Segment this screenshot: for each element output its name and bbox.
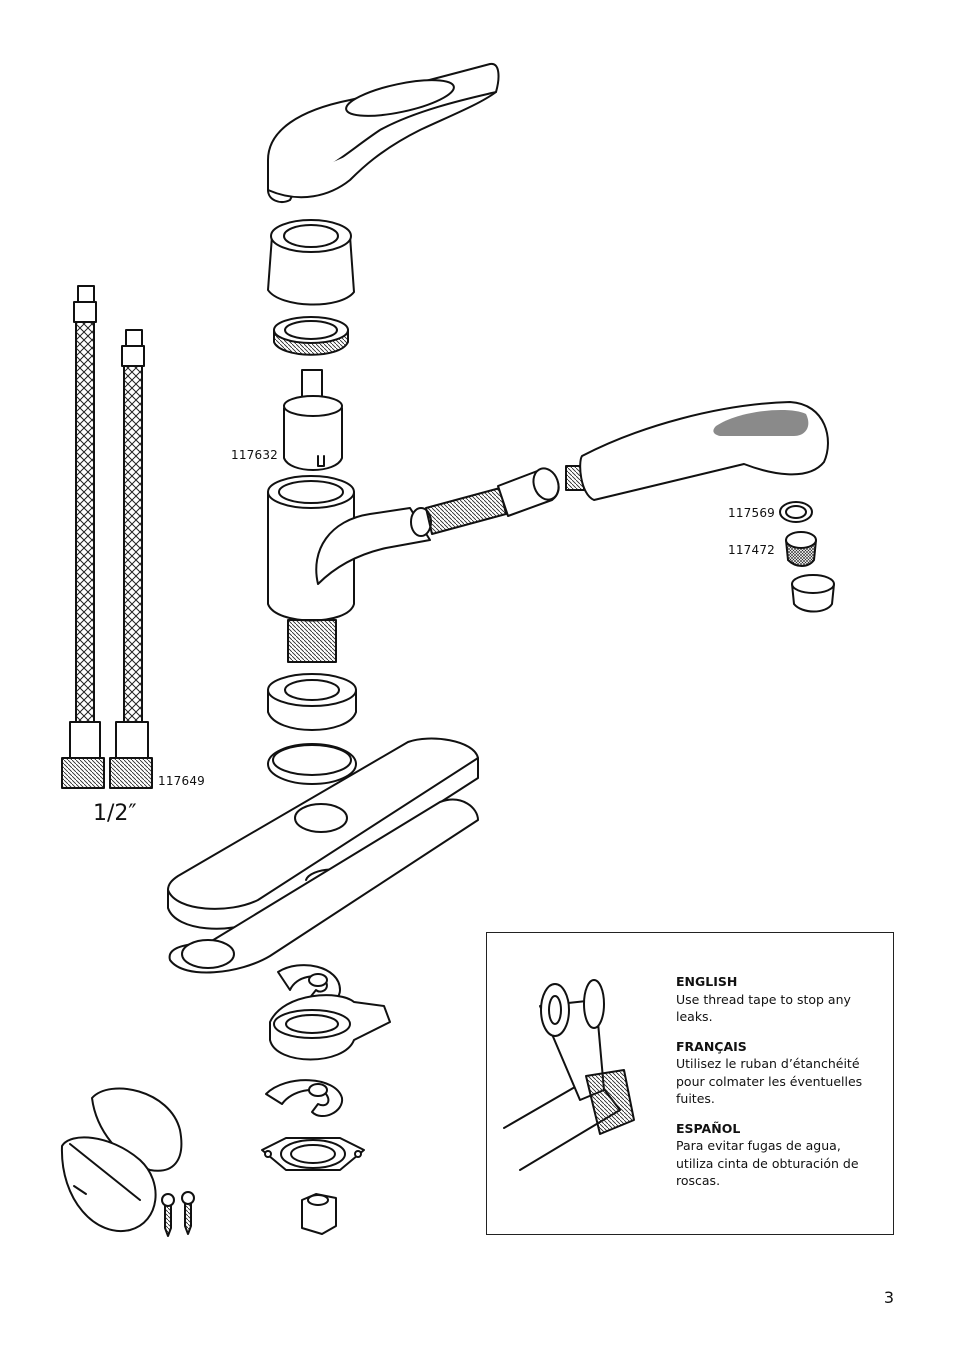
instruction-text: Para evitar fugas de agua, utiliza cinta… (676, 1138, 859, 1188)
aerator-housing (791, 574, 835, 613)
flex-hose-right (109, 329, 153, 789)
threaded-ring (273, 316, 349, 356)
part-label-hose: 117649 (158, 774, 206, 788)
o-ring (267, 743, 357, 785)
thread-tape-note-box (486, 932, 894, 1235)
faucet-body (267, 475, 431, 663)
instruction-text: Utilisez le ruban d’étanchéité pour colm… (676, 1056, 863, 1106)
part-label-aerator: 117472 (728, 543, 776, 557)
deck-plate (167, 737, 479, 974)
instruction-heading: ENGLISH (676, 974, 738, 989)
instruction-text: Use thread tape to stop any leaks. (676, 991, 851, 1025)
flex-hose-left (61, 285, 105, 789)
instruction-heading: FRANÇAIS (676, 1038, 747, 1054)
instruction-list: ENGLISH Use thread tape to stop any leak… (676, 973, 876, 1202)
cap (267, 219, 355, 306)
part-label-washer: 117569 (728, 506, 776, 520)
screws (161, 1191, 195, 1237)
instruction-spanish: ESPAÑOL Para evitar fugas de agua, utili… (676, 1120, 876, 1190)
handle-cover (60, 1087, 183, 1233)
mounting-bracket (269, 994, 391, 1061)
part-label-cartridge: 117632 (231, 448, 279, 462)
instruction-french: FRANÇAIS Utilisez le ruban d’étanchéité … (676, 1038, 876, 1108)
hose-connector (410, 467, 560, 537)
base-washer (267, 673, 357, 731)
instruction-heading: ESPAÑOL (676, 1120, 741, 1136)
hose-size-label: 1/2″ (93, 801, 137, 826)
aerator-insert (785, 531, 817, 567)
c-clip-lower (265, 1079, 344, 1117)
page-number: 3 (883, 1288, 894, 1307)
thread-tape-illustration (503, 979, 635, 1171)
spray-head (565, 401, 829, 501)
cartridge (283, 369, 343, 471)
lever-handle (267, 62, 500, 203)
instruction-english: ENGLISH Use thread tape to stop any leak… (676, 973, 876, 1026)
mounting-nut-plate (261, 1137, 365, 1171)
hex-nut (301, 1193, 337, 1235)
